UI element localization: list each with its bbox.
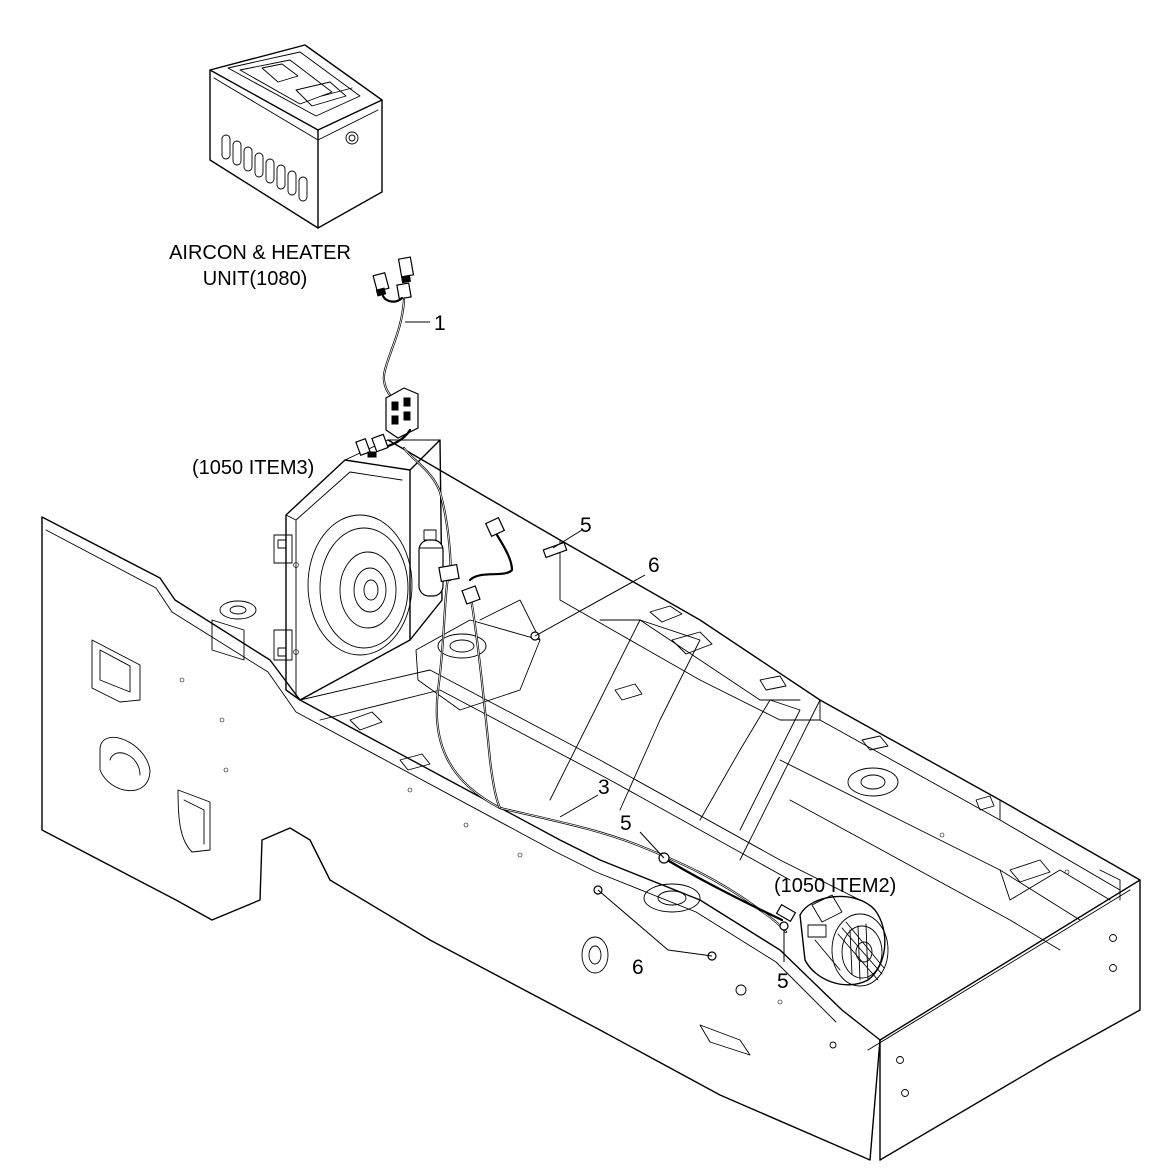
connector-1a [372,271,390,297]
harness-3 [435,563,797,961]
ref-item2-label: (1050 ITEM2) [774,875,896,897]
connector-1b [396,256,415,300]
aircon-unit-label-line1: AIRCON & HEATER [169,242,351,264]
aircon-unit-label-line2: UNIT(1080) [203,268,307,290]
chassis-frame [41,439,1141,1161]
part-number-5-upper: 5 [580,514,592,537]
leader-lines [405,321,785,962]
part-number-5-lower: 5 [777,970,789,993]
relay-block [385,387,419,439]
condenser-assembly [273,439,541,711]
part-number-6-upper: 6 [648,554,660,577]
harness-1 [355,256,568,582]
part-number-6-lower: 6 [632,956,644,979]
part-number-5-middle: 5 [620,812,632,835]
unit-vent-slots [221,134,308,202]
callout-labels: AIRCON & HEATER UNIT(1080) (1050 ITEM3) … [169,242,896,993]
compressor [799,894,889,987]
part-number-1: 1 [434,312,446,335]
part-number-3: 3 [598,776,610,799]
ref-item3-label: (1050 ITEM3) [192,457,314,479]
aircon-heater-unit [209,44,383,229]
